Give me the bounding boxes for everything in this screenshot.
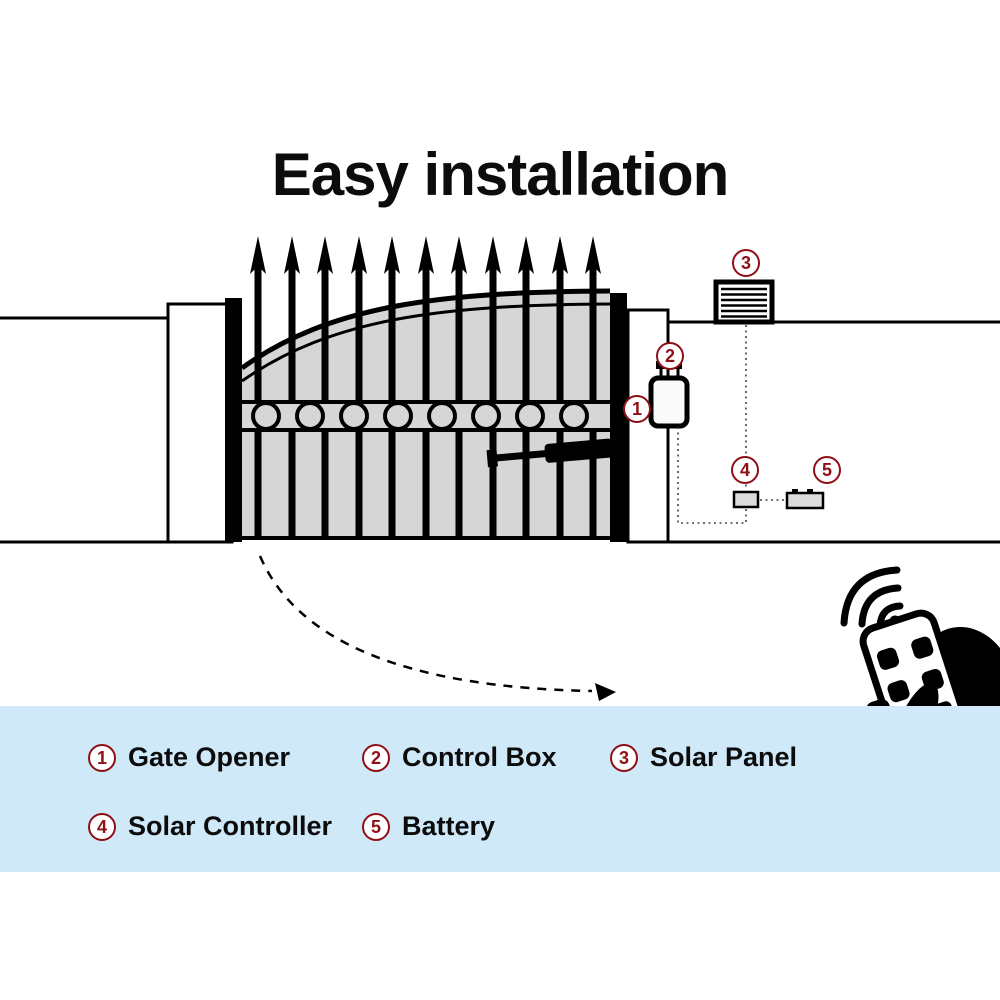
callout-control-box: 2 <box>656 342 684 370</box>
right-gate-post <box>610 293 627 542</box>
left-wall <box>0 302 234 544</box>
legend-item-battery: 5 Battery <box>362 811 495 842</box>
legend-num-control-box: 2 <box>362 743 390 772</box>
solar-panel-icon <box>713 279 775 325</box>
callout-solar-controller: 4 <box>731 456 759 484</box>
legend-item-solar-panel: 3 Solar Panel <box>610 742 797 773</box>
callout-solar-panel: 3 <box>732 249 760 277</box>
gate-swing-arrow <box>258 555 616 701</box>
legend-num-gate-opener: 1 <box>88 743 116 772</box>
callout-gate-opener: 1 <box>623 395 651 423</box>
ring-band <box>242 400 610 432</box>
legend-num-solar-panel: 3 <box>610 743 638 772</box>
gate <box>225 236 627 542</box>
wireless-signal-icon <box>840 566 904 630</box>
solar-controller-icon <box>732 490 760 509</box>
legend-label-battery: Battery <box>402 811 496 841</box>
page-title: Easy installation <box>271 141 730 208</box>
legend-label-solar-controller: Solar Controller <box>128 811 333 841</box>
legend-label-control-box: Control Box <box>402 742 557 772</box>
legend-item-solar-controller: 4 Solar Controller <box>88 811 332 842</box>
legend-num-battery: 5 <box>362 812 390 841</box>
legend-item-gate-opener: 1 Gate Opener <box>88 742 290 773</box>
battery-icon <box>785 489 825 510</box>
legend-num-solar-controller: 4 <box>88 812 116 841</box>
legend-panel: 1 Gate Opener 2 Control Box 3 Solar Pane… <box>0 706 1000 872</box>
legend-item-control-box: 2 Control Box <box>362 742 557 773</box>
legend-label-solar-panel: Solar Panel <box>650 742 798 772</box>
gate-opener-icon <box>486 438 624 468</box>
callout-battery: 5 <box>813 456 841 484</box>
left-gate-post <box>225 298 242 542</box>
legend-label-gate-opener: Gate Opener <box>128 742 291 772</box>
